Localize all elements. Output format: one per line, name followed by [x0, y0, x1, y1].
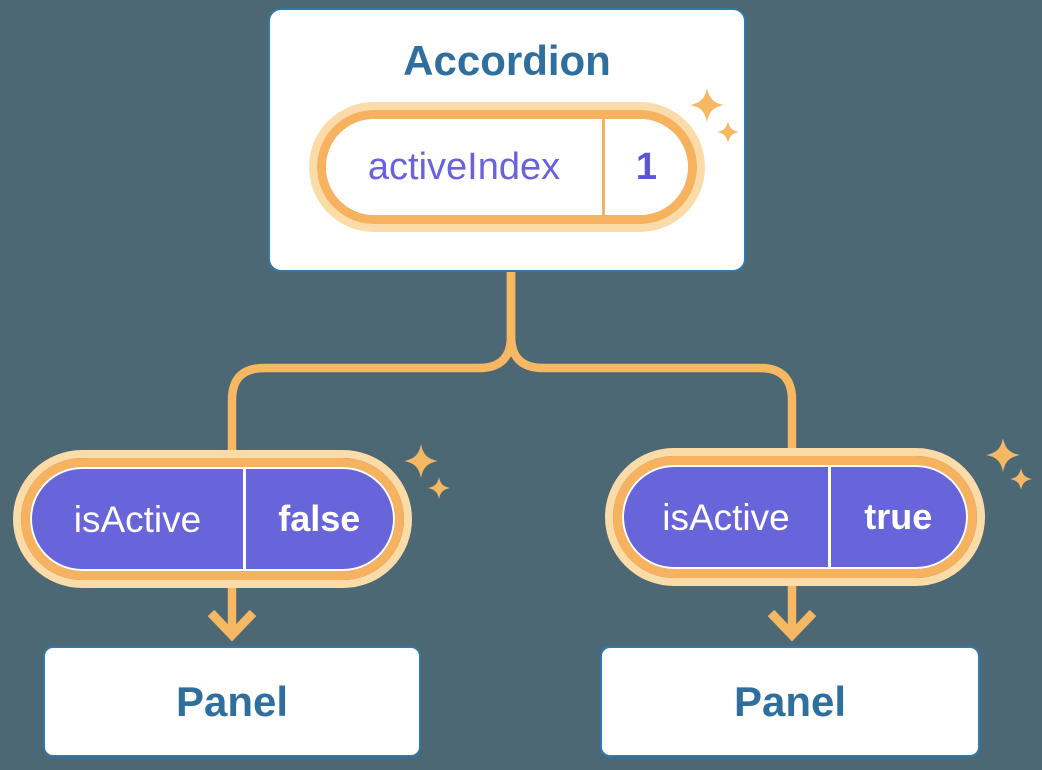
- state-pill-divider: [602, 119, 605, 215]
- sparkle-icon: [428, 477, 450, 499]
- state-pill-value: 1: [635, 146, 658, 188]
- connector-branch-right: [506, 271, 797, 630]
- arrow-down-icon: [207, 609, 257, 642]
- arrow-down-icon: [767, 609, 817, 642]
- prop-pill-left: isActive false: [13, 450, 412, 588]
- sparkle-icon: [404, 444, 438, 478]
- panel-card-left: Panel: [43, 646, 421, 757]
- panel-title: Panel: [175, 677, 289, 725]
- sparkle-icon: [1010, 468, 1032, 490]
- sparkle-icon: [986, 438, 1020, 472]
- prop-pill-ring: isActive false: [21, 458, 404, 580]
- state-pill: activeIndex 1: [309, 102, 705, 232]
- accordion-card: Accordion activeIndex 1: [268, 8, 746, 272]
- panel-card-right: Panel: [600, 646, 980, 757]
- prop-pill-label: isActive: [73, 498, 202, 540]
- sparkle-icon: [717, 121, 739, 143]
- prop-pill-label: isActive: [662, 496, 790, 538]
- panel-title: Panel: [733, 677, 847, 725]
- state-pill-ring: activeIndex 1: [317, 110, 697, 224]
- prop-pill-divider: [243, 469, 246, 569]
- prop-pill-right: isActive true: [605, 448, 985, 586]
- prop-pill-value: false: [278, 498, 361, 539]
- accordion-title: Accordion: [403, 37, 611, 84]
- prop-pill-divider: [828, 467, 831, 567]
- state-pill-label: activeIndex: [367, 146, 561, 188]
- sparkle-icon: [690, 88, 724, 122]
- prop-pill-value: true: [864, 496, 933, 537]
- prop-pill-ring: isActive true: [613, 456, 977, 578]
